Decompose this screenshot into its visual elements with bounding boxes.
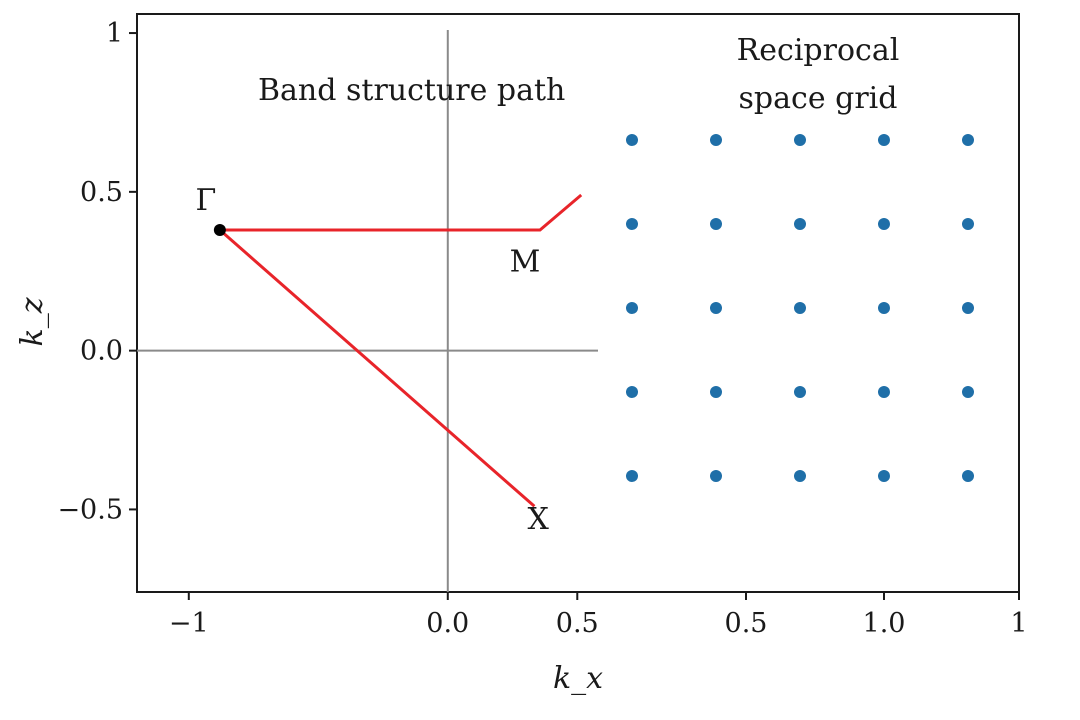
grid-point-1-0: [626, 386, 638, 398]
grid-point-1-1: [710, 386, 722, 398]
grid-point-4-2: [794, 134, 806, 146]
grid-point-2-3: [878, 302, 890, 314]
grid-point-1-3: [878, 386, 890, 398]
grid-point-3-0: [626, 218, 638, 230]
grid-point-0-2: [794, 470, 806, 482]
y-tick-label-1: 0.5: [80, 177, 123, 208]
grid-point-3-1: [710, 218, 722, 230]
grid-point-4-0: [626, 134, 638, 146]
band-paths: [213, 193, 583, 508]
x-tick-label-right-1: 1.0: [863, 608, 906, 639]
x-axis-label: k_x: [553, 661, 603, 696]
grid-point-2-1: [710, 302, 722, 314]
grid-points: [626, 134, 974, 482]
grid-annotation-line2: space grid: [739, 81, 898, 116]
gamma-label: Γ: [195, 183, 216, 218]
grid-point-2-4: [962, 302, 974, 314]
x-tick-label-right-0: 0.5: [725, 608, 768, 639]
grid-point-1-4: [962, 386, 974, 398]
grid-point-0-1: [710, 470, 722, 482]
band-path-1: [218, 228, 536, 508]
grid-point-0-0: [626, 470, 638, 482]
y-axis-label: k_z: [15, 297, 50, 346]
grid-point-2-0: [626, 302, 638, 314]
x-tick-label-left-2: 0.5: [556, 608, 599, 639]
tick-marks: 1 0.5 0.0 −0.5 −1 0.0 0.5 0.5 1.0 1: [57, 18, 1027, 639]
point-label-M: M: [510, 245, 541, 280]
grid-point-4-4: [962, 134, 974, 146]
grid-annotation-line1: Reciprocal: [737, 33, 900, 68]
band-path-annotation: Band structure path: [258, 73, 565, 108]
y-tick-label-2: 0.0: [80, 336, 123, 367]
zero-lines: [137, 30, 598, 592]
grid-point-0-4: [962, 470, 974, 482]
y-tick-label-0: 1: [106, 18, 123, 49]
y-tick-label-3: −0.5: [57, 494, 123, 525]
point-label-X: X: [527, 502, 549, 537]
x-tick-label-left-0: −1: [169, 608, 209, 639]
grid-point-2-2: [794, 302, 806, 314]
band-path-0: [219, 193, 583, 232]
grid-point-3-2: [794, 218, 806, 230]
labels: Γ M X: [195, 183, 549, 537]
grid-point-0-3: [878, 470, 890, 482]
grid-point-3-4: [962, 218, 974, 230]
x-tick-label-left-1: 0.0: [426, 608, 469, 639]
gamma-point: [213, 223, 226, 236]
x-tick-label-right-edge: 1: [1010, 608, 1027, 639]
grid-point-4-1: [710, 134, 722, 146]
grid-point-3-3: [878, 218, 890, 230]
grid-point-4-3: [878, 134, 890, 146]
grid-point-1-2: [794, 386, 806, 398]
